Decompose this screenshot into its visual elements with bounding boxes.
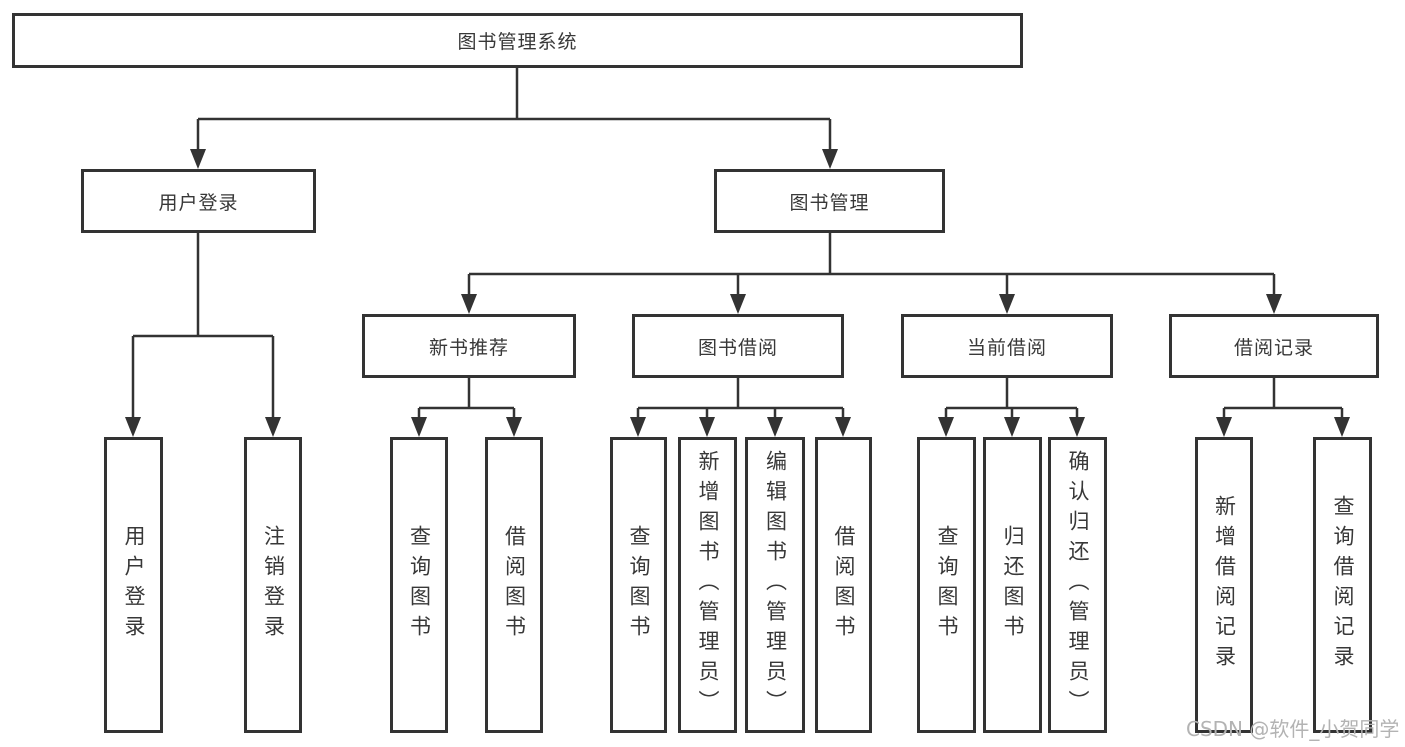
connector-manage-to-level3	[467, 233, 1276, 296]
connector-recommend-to-leaves	[417, 378, 516, 419]
node-label: 借阅图书	[502, 525, 527, 645]
leaf-logout: 注销登录	[244, 437, 302, 733]
node-label: 新增图书（管理员）	[696, 450, 720, 720]
arrow-icon	[822, 149, 838, 169]
arrow-icon	[265, 417, 281, 437]
node-label: 查询图书	[627, 525, 651, 645]
node-label: 图书管理	[789, 191, 870, 214]
node-book-management: 图书管理	[714, 169, 945, 233]
arrow-icon	[730, 294, 746, 314]
leaf-add-borrow-record: 新增借阅记录	[1195, 437, 1253, 733]
connector-current-to-leaves	[944, 378, 1079, 419]
arrow-icon	[1266, 294, 1282, 314]
arrow-icon	[630, 417, 646, 437]
arrow-icon	[699, 417, 715, 437]
leaf-borrow-books-recommend: 借阅图书	[485, 437, 543, 733]
node-book-borrowing: 图书借阅	[632, 314, 844, 378]
arrow-icon	[1216, 417, 1232, 437]
node-label: 查询借阅记录	[1331, 495, 1355, 675]
node-label: 图书借阅	[697, 336, 778, 359]
arrow-icon	[125, 417, 141, 437]
leaf-query-borrow-record: 查询借阅记录	[1313, 437, 1372, 733]
arrow-icon	[835, 417, 851, 437]
node-label: 用户登录	[158, 191, 239, 214]
leaf-confirm-return-admin: 确认归还（管理员）	[1048, 437, 1107, 733]
node-label: 新增借阅记录	[1212, 495, 1237, 675]
node-label: 借阅记录	[1233, 336, 1314, 359]
leaf-add-books-admin: 新增图书（管理员）	[678, 437, 737, 733]
leaf-return-books: 归还图书	[983, 437, 1042, 733]
connector-borrow-to-leaves	[636, 378, 845, 419]
connector-login-to-leaves	[131, 233, 275, 418]
arrow-icon	[1334, 417, 1350, 437]
leaf-borrow-books: 借阅图书	[815, 437, 872, 733]
arrow-icon	[1069, 417, 1085, 437]
node-borrow-records: 借阅记录	[1169, 314, 1379, 378]
leaf-query-books-borrow: 查询图书	[610, 437, 667, 733]
connector-records-to-leaves	[1222, 378, 1344, 419]
arrow-icon	[938, 417, 954, 437]
leaf-edit-books-admin: 编辑图书（管理员）	[745, 437, 805, 733]
node-current-borrowing: 当前借阅	[901, 314, 1113, 378]
arrow-icon	[411, 417, 427, 437]
leaf-query-books-recommend: 查询图书	[390, 437, 448, 733]
arrow-icon	[1004, 417, 1020, 437]
node-label: 注销登录	[261, 525, 286, 645]
node-label: 图书管理系统	[457, 31, 578, 53]
csdn-watermark: CSDN @软件_小贺同学	[1186, 717, 1400, 741]
node-new-book-recommend: 新书推荐	[362, 314, 576, 378]
arrow-icon	[999, 294, 1015, 314]
node-label: 借阅图书	[832, 525, 856, 645]
node-label: 查询图书	[407, 525, 432, 645]
leaf-query-books-current: 查询图书	[917, 437, 976, 733]
node-label: 查询图书	[935, 525, 959, 645]
node-label: 编辑图书（管理员）	[763, 450, 788, 720]
node-label: 新书推荐	[428, 336, 509, 359]
node-root-library-system: 图书管理系统	[12, 13, 1023, 68]
arrow-icon	[461, 294, 477, 314]
arrow-icon	[767, 417, 783, 437]
node-user-login: 用户登录	[81, 169, 316, 233]
leaf-user-login: 用户登录	[104, 437, 163, 733]
node-label: 用户登录	[122, 525, 146, 645]
arrow-icon	[506, 417, 522, 437]
node-label: 当前借阅	[966, 336, 1047, 359]
node-label: 确认归还（管理员）	[1066, 450, 1090, 720]
connector-root-to-level2	[196, 68, 832, 151]
arrow-icon	[190, 149, 206, 169]
node-label: 归还图书	[1001, 525, 1025, 645]
